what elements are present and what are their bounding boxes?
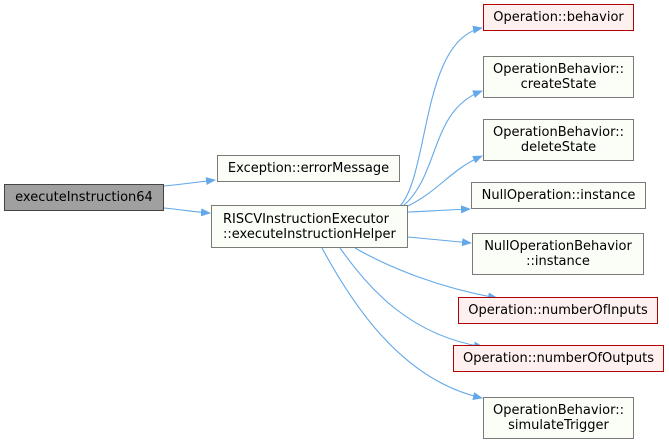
node-operation-numberofoutputs[interactable]: Operation::numberOfOutputs bbox=[453, 345, 664, 372]
edge-root-helper bbox=[163, 207, 211, 217]
node-label: Operation::numberOfInputs bbox=[468, 303, 648, 318]
node-label: Operation::behavior bbox=[493, 10, 624, 25]
edge-helper-deletestate bbox=[407, 155, 483, 207]
edge-helper-nullbeh bbox=[407, 236, 472, 247]
node-operationbehavior-deletestate[interactable]: OperationBehavior:: deleteState bbox=[483, 119, 634, 161]
node-label-line2: simulateTrigger bbox=[508, 418, 609, 433]
node-label: Exception::errorMessage bbox=[227, 161, 390, 176]
node-label-line1: OperationBehavior:: bbox=[493, 125, 624, 140]
node-label-line1: NullOperationBehavior bbox=[484, 239, 632, 254]
node-exception-errormessage[interactable]: Exception::errorMessage bbox=[217, 155, 400, 182]
node-executeinstruction64[interactable]: executeInstruction64 bbox=[4, 184, 164, 211]
edge-helper-numinputs bbox=[354, 247, 498, 301]
edge-helper-createstate bbox=[402, 90, 483, 207]
edge-helper-nullop bbox=[407, 205, 471, 214]
node-nulloperation-instance[interactable]: NullOperation::instance bbox=[471, 182, 646, 209]
node-operationbehavior-simulatetrigger[interactable]: OperationBehavior:: simulateTrigger bbox=[483, 397, 634, 439]
node-label-line1: RISCVInstructionExecutor bbox=[223, 211, 389, 227]
node-operation-behavior[interactable]: Operation::behavior bbox=[483, 4, 634, 31]
edge-helper-simtrigger bbox=[321, 247, 483, 400]
node-label-line1: OperationBehavior:: bbox=[493, 403, 624, 418]
node-label-line1: OperationBehavior:: bbox=[493, 62, 624, 77]
edge-helper-behavior bbox=[397, 25, 483, 209]
node-label-line2: ::instance bbox=[526, 254, 590, 269]
node-label: Operation::numberOfOutputs bbox=[463, 351, 654, 366]
node-label: NullOperation::instance bbox=[481, 188, 636, 203]
node-label: executeInstruction64 bbox=[15, 190, 153, 205]
node-label-line2: deleteState bbox=[520, 140, 597, 155]
node-label-line2: createState bbox=[520, 77, 597, 92]
node-executeinstructionhelper[interactable]: RISCVInstructionExecutor ::executeInstru… bbox=[211, 205, 408, 248]
edge-root-exception bbox=[163, 177, 216, 187]
edge-helper-numoutputs bbox=[339, 247, 484, 350]
node-label-line2: ::executeInstructionHelper bbox=[223, 226, 396, 242]
node-nulloperationbehavior-instance[interactable]: NullOperationBehavior ::instance bbox=[472, 233, 644, 275]
node-operation-numberofinputs[interactable]: Operation::numberOfInputs bbox=[458, 297, 658, 324]
node-operationbehavior-createstate[interactable]: OperationBehavior:: createState bbox=[483, 56, 634, 98]
